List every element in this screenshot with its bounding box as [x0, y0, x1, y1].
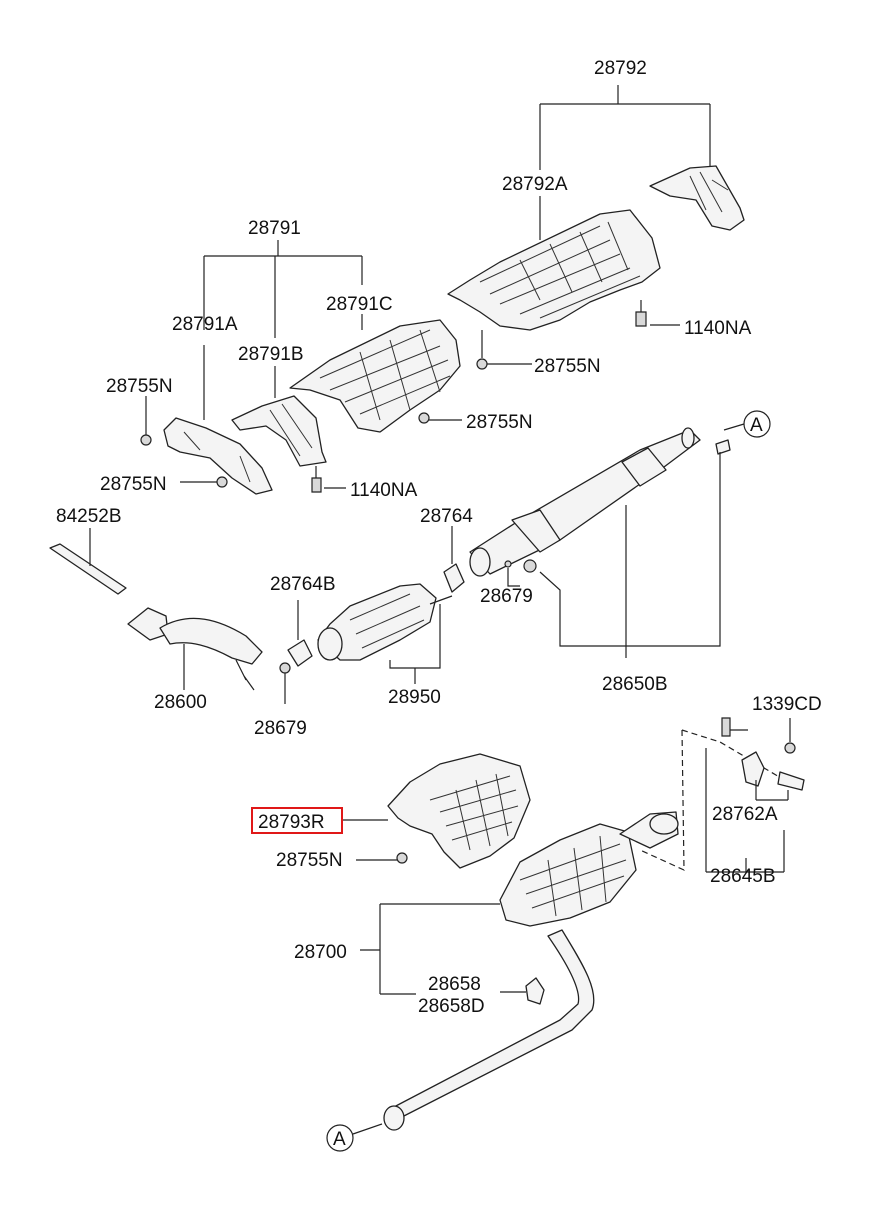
- label-28764: 28764: [420, 506, 473, 527]
- label-28679-right: 28679: [480, 586, 533, 607]
- label-28645B: 28645B: [710, 866, 776, 887]
- label-28791B: 28791B: [238, 344, 304, 365]
- part-labels: 28792 28792A 1140NA 28755N 28791 28791C …: [56, 58, 822, 1150]
- label-28791: 28791: [248, 218, 301, 239]
- rear-muffler-28700: [326, 717, 805, 1152]
- marker-a-bottom: A: [333, 1129, 346, 1150]
- label-28755N-mid: 28755N: [466, 412, 533, 433]
- label-84252B: 84252B: [56, 506, 122, 527]
- label-28755N-left: 28755N: [106, 376, 173, 397]
- label-28762A: 28762A: [712, 804, 778, 825]
- label-28755N-bottom: 28755N: [276, 850, 343, 871]
- label-28658: 28658: [428, 974, 481, 995]
- label-28793R[interactable]: 28793R: [258, 812, 325, 833]
- label-28792A: 28792A: [502, 174, 568, 195]
- label-1140NA-mid: 1140NA: [350, 480, 418, 501]
- label-28791C: 28791C: [326, 294, 393, 315]
- marker-a-top: A: [750, 415, 763, 436]
- center-muffler-28650B: [443, 410, 771, 658]
- label-1140NA-top: 1140NA: [684, 318, 752, 339]
- highlight-box-28793R: [251, 807, 343, 834]
- label-28600: 28600: [154, 692, 207, 713]
- label-28792: 28792: [594, 58, 647, 79]
- label-28679-bottom: 28679: [254, 718, 307, 739]
- heat-protector-28791-group: [140, 240, 462, 495]
- label-28650B: 28650B: [602, 674, 668, 695]
- label-28755N-lower-left: 28755N: [100, 474, 167, 495]
- label-28764B: 28764B: [270, 574, 336, 595]
- label-28755N-upper-right: 28755N: [534, 356, 601, 377]
- label-28658D: 28658D: [418, 996, 485, 1017]
- label-28791A: 28791A: [172, 314, 238, 335]
- label-28950: 28950: [388, 687, 441, 708]
- heat-protector-28792-group: [447, 85, 745, 370]
- front-pipe-and-converter: [49, 528, 453, 704]
- label-28700: 28700: [294, 942, 347, 963]
- label-1339CD: 1339CD: [752, 694, 822, 715]
